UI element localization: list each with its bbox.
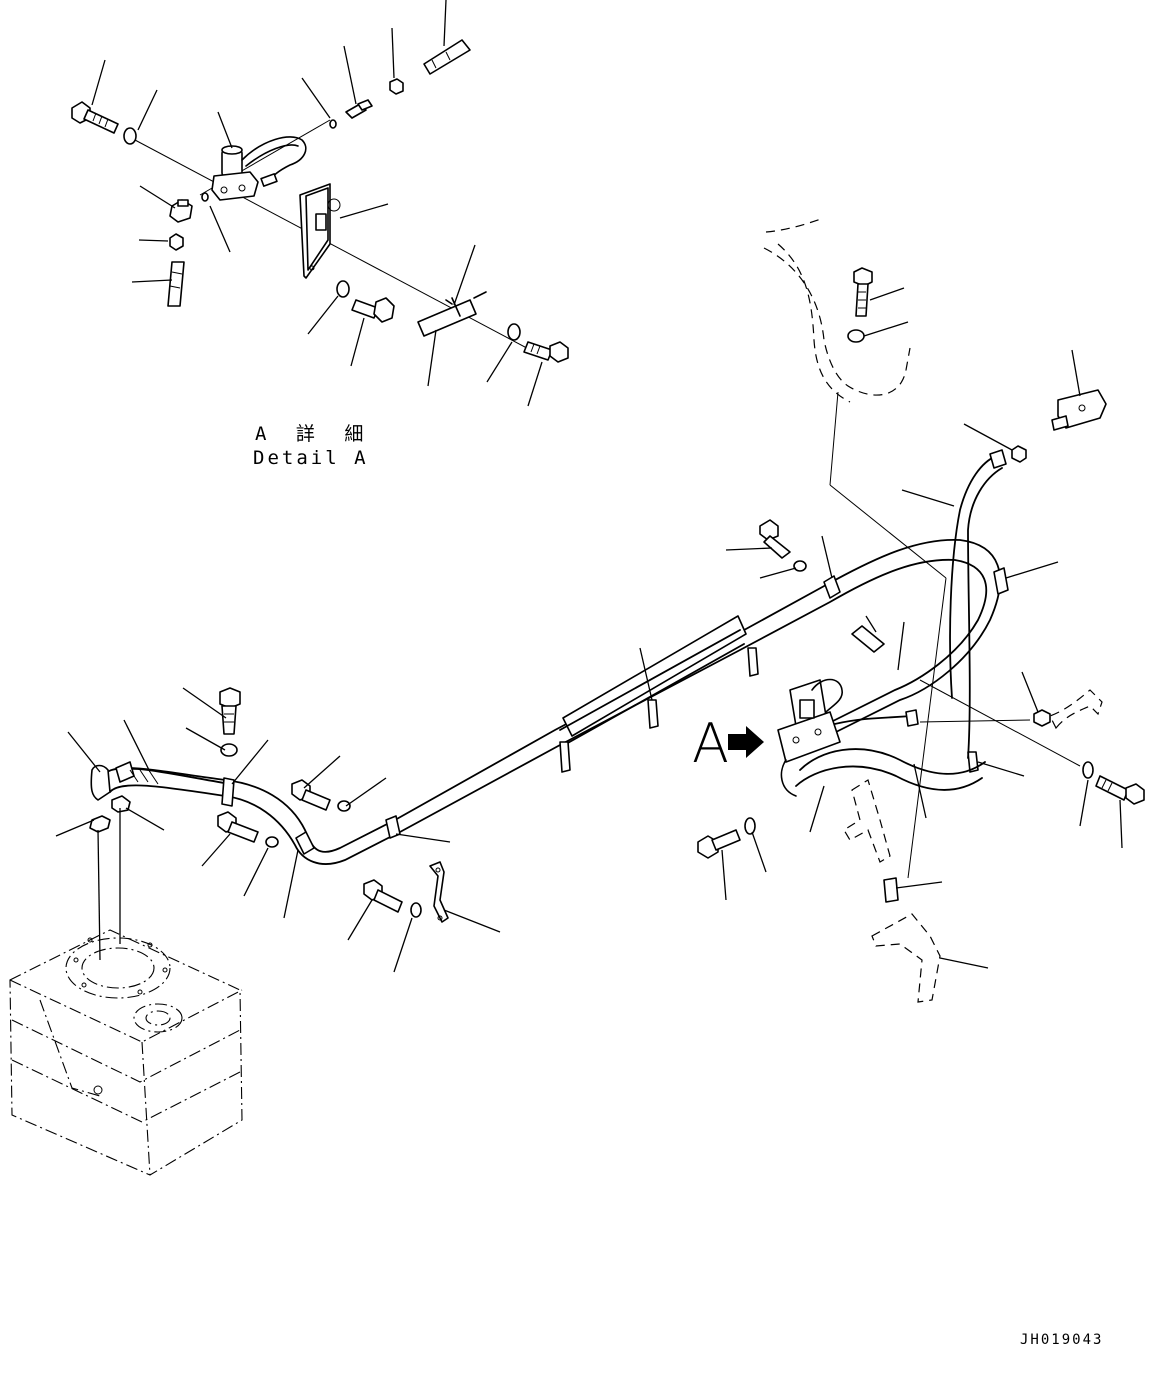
washer-icon <box>336 280 350 298</box>
valve-bracket-icon <box>299 183 341 279</box>
view-marker-a: A <box>692 712 764 775</box>
solenoid-valve-assembly <box>777 678 843 797</box>
bolt-icon <box>351 297 395 323</box>
o-ring-icon <box>329 119 337 129</box>
main-hose-route <box>90 449 1009 865</box>
bolt-icon <box>71 101 119 134</box>
hose-piece-icon <box>167 261 185 307</box>
hose-piece-icon <box>423 39 471 75</box>
washer-icon <box>123 127 137 145</box>
elbow-fitting-icon <box>169 199 193 223</box>
drawing-number: JH019043 <box>1020 1332 1103 1348</box>
arrow-right-icon <box>728 726 764 758</box>
o-ring-icon <box>201 192 209 202</box>
hose-clamp-icon <box>417 291 487 337</box>
view-marker-letter: A <box>692 712 729 775</box>
solenoid-valve-icon <box>211 136 307 201</box>
phantom-lines <box>763 217 1081 879</box>
fuel-tank <box>9 929 243 1176</box>
bolt-icon <box>523 341 569 363</box>
washer-icon <box>507 323 521 341</box>
nut-icon <box>169 233 184 251</box>
leader-lines-main <box>55 287 1123 973</box>
connector-fitting-icon <box>345 99 373 119</box>
detail-a-view: A 詳 細 Detail A <box>71 0 569 469</box>
leader-lines <box>91 0 543 407</box>
detail-title-jp: A 詳 細 <box>255 423 372 445</box>
detail-title-en: Detail A <box>253 447 369 469</box>
main-view-parts <box>89 267 1145 1003</box>
nut-icon <box>389 78 404 95</box>
